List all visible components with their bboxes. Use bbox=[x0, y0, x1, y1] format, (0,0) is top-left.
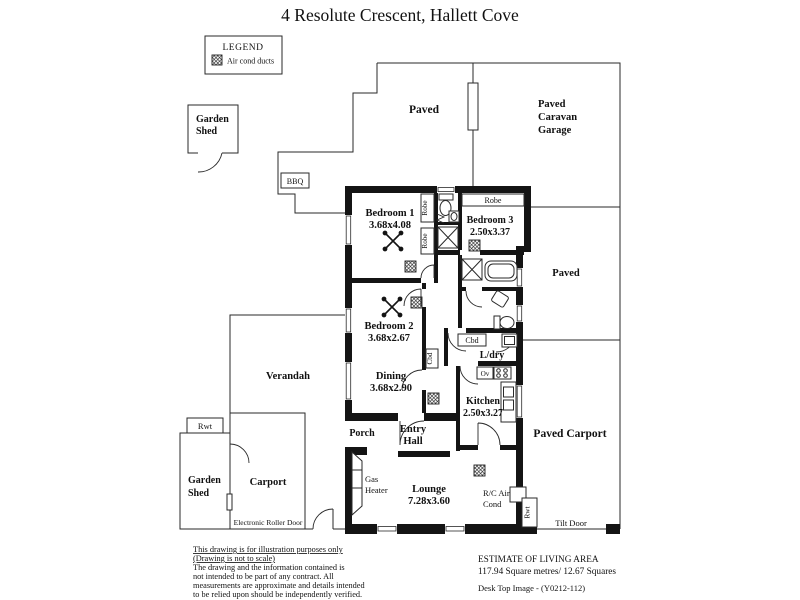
dining-dims: 3.68x2.90 bbox=[370, 383, 412, 394]
air-cond-ducts bbox=[404, 239, 486, 477]
svg-text:Caravan: Caravan bbox=[538, 112, 577, 123]
kitchen-sink bbox=[500, 381, 517, 423]
entry-hall-line2: Hall bbox=[403, 436, 422, 447]
air-duct-lounge bbox=[473, 464, 486, 477]
garden-shed-top-label-1: Garden bbox=[196, 114, 229, 125]
estimate-title: ESTIMATE OF LIVING AREA bbox=[478, 555, 599, 565]
lounge-name: Lounge bbox=[412, 484, 446, 495]
garden-shed-top: Garden Shed bbox=[187, 104, 239, 173]
disclaimer-line-3: The drawing and the information containe… bbox=[193, 563, 345, 572]
kitchen-dims: 2.50x3.27 bbox=[463, 408, 503, 419]
tilt-door-label: Tilt Door bbox=[555, 518, 587, 528]
bedroom3-dims: 2.50x3.37 bbox=[470, 227, 510, 238]
bbq-label: BBQ bbox=[287, 177, 304, 186]
paved-right-label: Paved bbox=[552, 268, 580, 279]
rc-air-cond-label-1: R/C Air bbox=[483, 488, 510, 498]
house-outer-walls bbox=[345, 186, 620, 534]
robe-1-label: Robe bbox=[421, 200, 429, 215]
air-duct-bedroom2 bbox=[410, 296, 423, 309]
bedroom3-name: Bedroom 3 bbox=[467, 215, 514, 226]
rc-air-cond-label-2: Cond bbox=[483, 499, 502, 509]
garden-shed-bottom-label-2: Shed bbox=[188, 488, 210, 499]
air-duct-legend-icon bbox=[211, 54, 223, 66]
credit-line: Desk Top Image - (Y0212-112) bbox=[478, 583, 585, 593]
room-labels: Bedroom 1 3.68x4.08 Bedroom 3 2.50x3.37 … bbox=[349, 208, 513, 507]
robe-2-label: Robe bbox=[421, 233, 429, 248]
legend-air-duct-label: Air cond ducts bbox=[227, 57, 274, 66]
rwt-box-bottom: Rwt bbox=[521, 497, 538, 528]
shower-2 bbox=[461, 258, 483, 281]
disclaimer-line-5: measurements are approximate and details… bbox=[193, 581, 365, 590]
ceiling-fan-bedroom1 bbox=[382, 230, 404, 252]
living-area-estimate: ESTIMATE OF LIVING AREA 117.94 Square me… bbox=[478, 555, 616, 593]
basin-wc bbox=[491, 290, 509, 308]
shower-1 bbox=[437, 226, 459, 249]
cbd-hall-label: Cbd bbox=[426, 352, 434, 364]
toilet-top bbox=[438, 193, 454, 216]
disclaimer-line-4: not intended to be part of any contract.… bbox=[193, 572, 334, 581]
legend-title: LEGEND bbox=[223, 43, 264, 53]
disclaimer-line-1: This drawing is for illustration purpose… bbox=[193, 545, 344, 554]
estimate-value: 117.94 Square metres/ 12.67 Squares bbox=[478, 567, 616, 577]
verandah-label: Verandah bbox=[266, 371, 310, 382]
porch-label: Porch bbox=[349, 428, 375, 439]
paved-top-label: Paved bbox=[409, 104, 440, 116]
gas-heater bbox=[351, 450, 363, 517]
garden-shed-bottom: Garden Shed bbox=[179, 432, 231, 530]
cbd-laundry-label: Cbd bbox=[465, 336, 478, 345]
gas-heater-label-1: Gas bbox=[365, 474, 378, 484]
page-title: 4 Resolute Crescent, Hallett Cove bbox=[281, 5, 519, 25]
air-duct-bedroom3 bbox=[468, 239, 481, 252]
disclaimer-line-2: (Drawing is not to scale) bbox=[193, 554, 275, 563]
robe-1: Robe bbox=[420, 193, 435, 223]
dining-name: Dining bbox=[376, 371, 407, 382]
toilet-wc bbox=[493, 315, 515, 330]
robe-bedroom3-label: Robe bbox=[485, 196, 502, 205]
oven: Ov bbox=[476, 366, 494, 380]
bedroom2-dims: 3.68x2.67 bbox=[368, 333, 410, 344]
electronic-roller-door-label: Electronic Roller Door bbox=[234, 518, 303, 527]
carport-label: Carport bbox=[250, 477, 287, 488]
bbq: BBQ bbox=[280, 172, 310, 189]
disclaimer: This drawing is for illustration purpose… bbox=[193, 545, 365, 599]
utility-labels: Gas Heater R/C Air Cond bbox=[365, 474, 510, 509]
rwt-left-label: Rwt bbox=[198, 421, 213, 431]
svg-text:Paved: Paved bbox=[538, 99, 566, 110]
rwt-bottom-label: Rwt bbox=[524, 507, 532, 519]
lounge-dims: 7.28x3.60 bbox=[408, 496, 450, 507]
air-duct-bedroom1 bbox=[404, 260, 417, 273]
paved-caravan-garage-label: Paved Caravan Garage bbox=[538, 99, 577, 136]
svg-text:Garage: Garage bbox=[538, 125, 572, 136]
legend: LEGEND Air cond ducts bbox=[204, 35, 283, 75]
garden-shed-bottom-label-1: Garden bbox=[188, 475, 221, 486]
air-duct-hall bbox=[427, 392, 440, 405]
oven-label: Ov bbox=[481, 370, 490, 378]
kitchen-name: Kitchen bbox=[466, 396, 500, 407]
bedroom2-name: Bedroom 2 bbox=[364, 321, 413, 332]
bathtub bbox=[484, 260, 518, 282]
robe-bedroom3: Robe bbox=[461, 193, 525, 207]
shower-tap-symbol bbox=[435, 213, 446, 224]
disclaimer-line-6: to be relied upon should be independentl… bbox=[193, 590, 362, 599]
cooktop bbox=[493, 366, 512, 380]
bedroom1-dims: 3.68x4.08 bbox=[369, 220, 411, 231]
house-interior-walls bbox=[345, 193, 524, 457]
laundry-label: L/dry bbox=[480, 350, 504, 361]
ceiling-fan-bedroom2 bbox=[381, 296, 403, 318]
carport: Carport Electronic Roller Door bbox=[226, 412, 306, 530]
cbd-laundry: Cbd bbox=[457, 333, 487, 347]
entry-hall-line1: Entry bbox=[400, 424, 427, 435]
laundry-trough bbox=[501, 333, 518, 348]
cbd-hall: Cbd bbox=[425, 348, 439, 369]
yard-gate bbox=[312, 508, 334, 530]
robe-2: Robe bbox=[420, 227, 435, 255]
basin-top bbox=[448, 210, 460, 223]
bedroom1-name: Bedroom 1 bbox=[365, 208, 414, 219]
gas-heater-label-2: Heater bbox=[365, 485, 388, 495]
paved-carport-label: Paved Carport bbox=[533, 428, 606, 440]
rwt-box-left: Rwt bbox=[186, 417, 224, 434]
garden-shed-top-label-2: Shed bbox=[196, 126, 218, 137]
gate bbox=[467, 82, 479, 131]
